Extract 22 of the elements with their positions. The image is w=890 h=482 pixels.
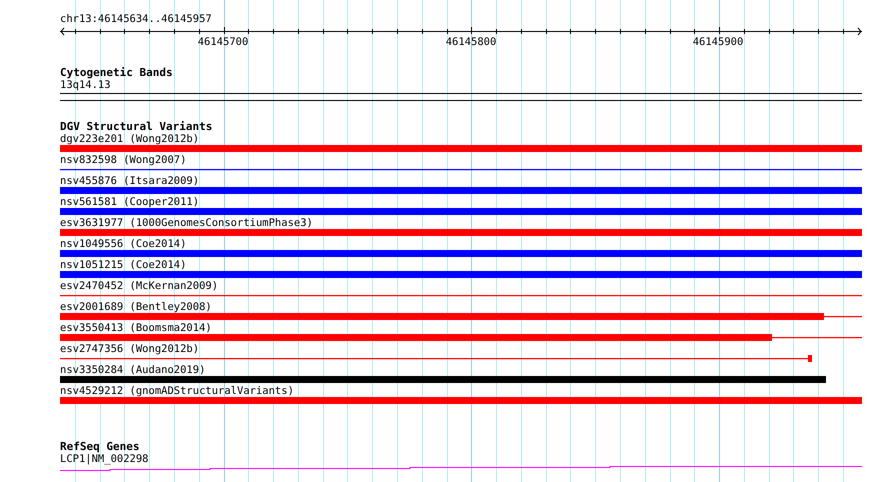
feature-label: nsv4529212 (gnomADStructuralVariants) <box>60 385 294 397</box>
feature-label: nsv1049556 (Coe2014) <box>60 238 186 250</box>
chromosome-position: chr13:46145634..46145957 <box>60 13 212 25</box>
feature-label: LCP1|NM_002298 <box>60 453 149 465</box>
feature-label: esv2470452 (McKernan2009) <box>60 280 218 292</box>
track-title: Cytogenetic Bands <box>60 67 173 79</box>
feature-label: nsv832598 (Wong2007) <box>60 154 186 166</box>
feature-label: esv2001689 (Bentley2008) <box>60 301 212 313</box>
tick-label: 46145900 <box>692 36 744 48</box>
feature-label: esv2747356 (Wong2012b) <box>60 343 200 355</box>
track-title: DGV Structural Variants <box>60 121 212 133</box>
feature-label: nsv1051215 (Coe2014) <box>60 259 186 271</box>
track-title: RefSeq Genes <box>60 441 140 453</box>
feature-label: dgv223e201 (Wong2012b) <box>60 133 200 145</box>
feature-label: nsv3350284 (Audano2019) <box>60 364 206 376</box>
tick-label: 46145700 <box>198 36 248 48</box>
feature-label: nsv561581 (Cooper2011) <box>60 196 200 208</box>
feature-label: esv3631977 (1000GenomesConsortiumPhase3) <box>60 217 313 229</box>
tick-label: 46145800 <box>446 36 496 48</box>
feature-label: 13q14.13 <box>60 79 111 91</box>
feature-label: nsv455876 (Itsara2009) <box>60 175 200 187</box>
feature-label: esv3550413 (Boomsma2014) <box>60 322 212 334</box>
